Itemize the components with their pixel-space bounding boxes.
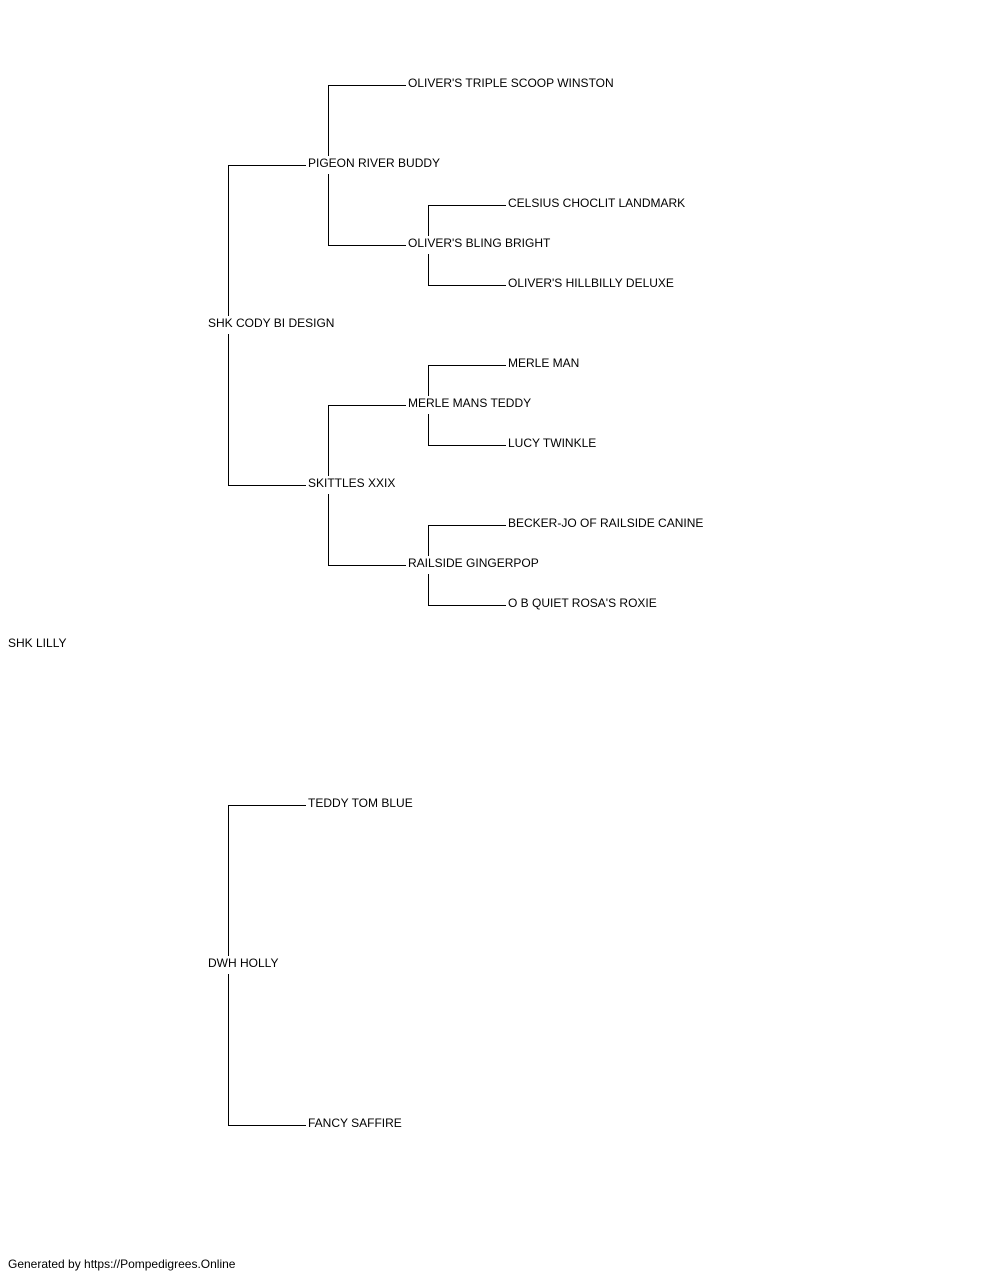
pedigree-dam: DWH HOLLY: [208, 956, 279, 970]
footer-credit: Generated by https://Pompedigrees.Online: [8, 1257, 236, 1271]
pedigree-sire: CELSIUS CHOCLIT LANDMARK: [508, 196, 686, 210]
pedigree-dam: RAILSIDE GINGERPOP: [408, 556, 539, 570]
pedigree-sire: OLIVER'S TRIPLE SCOOP WINSTON: [408, 76, 614, 90]
pedigree-subject: SHK LILLY: [8, 636, 67, 650]
pedigree-sire: PIGEON RIVER BUDDY: [308, 156, 441, 170]
pedigree-sire: TEDDY TOM BLUE: [308, 796, 413, 810]
pedigree-sire: SHK CODY BI DESIGN: [208, 316, 335, 330]
pedigree-dam: O B QUIET ROSA'S ROXIE: [508, 596, 657, 610]
pedigree-sire: MERLE MAN: [508, 356, 580, 370]
pedigree-dam: SKITTLES XXIX: [308, 476, 396, 490]
pedigree-sire: MERLE MANS TEDDY: [408, 396, 532, 410]
pedigree-dam: FANCY SAFFIRE: [308, 1116, 402, 1130]
pedigree-sire: BECKER-JO OF RAILSIDE CANINE: [508, 516, 704, 530]
pedigree-dam: OLIVER'S BLING BRIGHT: [408, 236, 551, 250]
pedigree-dam: LUCY TWINKLE: [508, 436, 597, 450]
pedigree-dam: OLIVER'S HILLBILLY DELUXE: [508, 276, 674, 290]
